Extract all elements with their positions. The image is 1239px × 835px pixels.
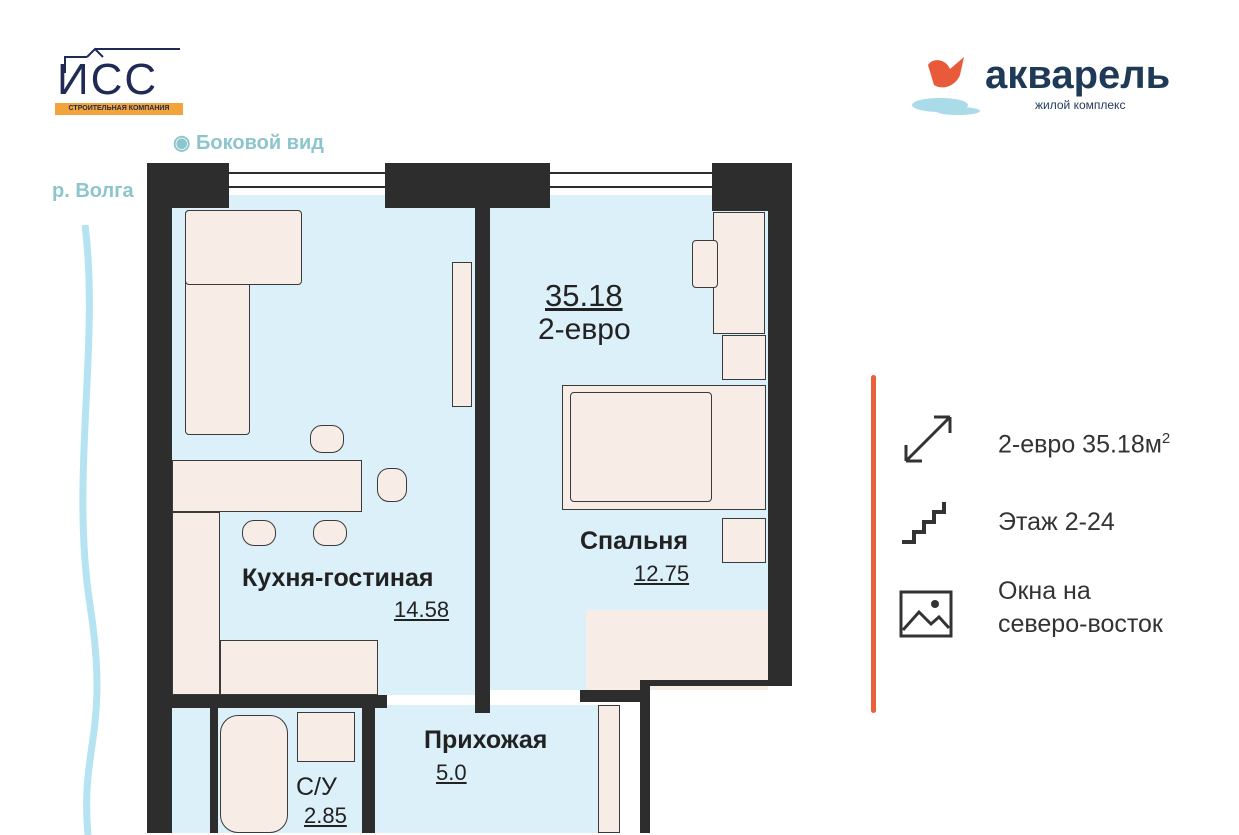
- akvarel-logo: акварель жилой комплекс: [910, 45, 1200, 120]
- iss-logo-text: ИСС: [57, 55, 159, 104]
- room-name: Прихожая: [424, 726, 548, 754]
- side-view-label: ◉ Боковой вид: [173, 130, 324, 155]
- hallway: [375, 705, 600, 833]
- wall: [385, 163, 550, 208]
- bathtub: [220, 715, 288, 833]
- wall: [362, 708, 375, 833]
- floor-plan: 35.18 2-евро Кухня-гостиная 14.58 Спальн…: [147, 163, 792, 833]
- accent-line: [871, 375, 876, 713]
- window: [550, 172, 712, 188]
- akvarel-logo-subtitle: жилой комплекс: [1035, 98, 1126, 112]
- apartment-size-sup: 2: [1161, 430, 1171, 447]
- kitchen-sink-counter: [220, 640, 378, 695]
- wall: [580, 690, 650, 702]
- room-name: Спальня: [580, 527, 688, 555]
- room-area: 14.58: [394, 597, 450, 622]
- nightstand: [722, 335, 766, 380]
- window-orientation: Окна на северо-восток: [998, 575, 1163, 641]
- akvarel-logo-text: акварель: [985, 53, 1171, 97]
- nightstand: [722, 518, 766, 563]
- washbasin: [297, 712, 355, 762]
- side-view-text: Боковой вид: [196, 132, 324, 154]
- room-area: 12.75: [634, 561, 690, 586]
- river-line: [79, 225, 101, 835]
- chair: [377, 468, 407, 502]
- window-orientation-line1: Окна на: [998, 577, 1091, 605]
- room-area: 5.0: [436, 760, 467, 785]
- window: [229, 172, 385, 188]
- eye-icon: ◉: [173, 132, 191, 154]
- desk: [713, 212, 765, 334]
- room-name: Кухня-гостиная: [242, 564, 434, 592]
- wall: [768, 163, 792, 685]
- bird-icon: [912, 57, 980, 115]
- window-orientation-line2: северо-восток: [998, 610, 1163, 638]
- iss-logo-subtitle: СТРОИТЕЛЬНАЯ КОМПАНИЯ: [55, 103, 183, 115]
- floor-range: Этаж 2-24: [998, 508, 1115, 536]
- hallway-wardrobe: [598, 705, 620, 833]
- chair: [242, 520, 276, 546]
- stairs-icon: [902, 502, 946, 544]
- tv-stand: [452, 262, 472, 407]
- river-label: р. Волга: [52, 180, 134, 202]
- room-area: 2.85: [304, 803, 347, 828]
- apartment-type: 2-евро: [538, 313, 631, 346]
- total-area: 35.18: [545, 278, 623, 313]
- chair: [313, 520, 347, 546]
- image-icon: [899, 590, 953, 638]
- wall: [650, 680, 792, 686]
- chair: [310, 425, 344, 453]
- wall: [172, 695, 387, 708]
- kitchen-counter: [172, 460, 362, 512]
- wall: [475, 208, 490, 713]
- sofa-back: [185, 210, 302, 285]
- pillow-area: [570, 392, 712, 502]
- desk-chair: [692, 240, 718, 288]
- wall: [210, 708, 218, 833]
- apartment-size: 2-евро 35.18м2: [998, 422, 1170, 461]
- kitchen-counter: [172, 512, 220, 695]
- wall: [147, 163, 172, 833]
- apartment-size-text: 2-евро 35.18м: [998, 430, 1162, 459]
- crane-icon: [64, 47, 180, 73]
- bedroom-wardrobe: [586, 610, 768, 690]
- iss-logo: ИСС СТРОИТЕЛЬНАЯ КОМПАНИЯ: [55, 45, 185, 117]
- wall: [640, 680, 650, 833]
- resize-arrows-icon: [904, 415, 952, 463]
- room-name: С/У: [296, 773, 337, 801]
